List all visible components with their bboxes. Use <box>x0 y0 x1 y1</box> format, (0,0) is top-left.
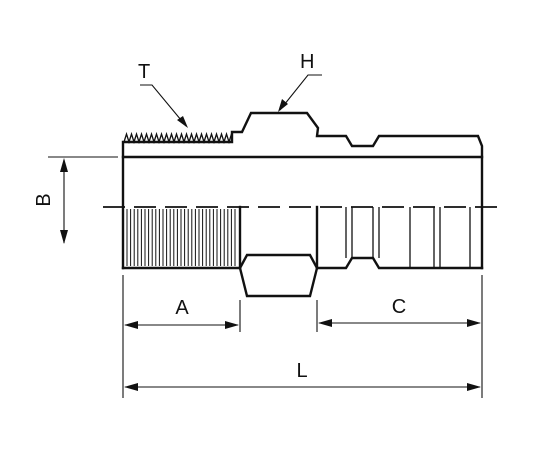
dim-c-label: C <box>392 296 406 318</box>
label-h: H <box>300 51 314 73</box>
dim-a-label: A <box>175 297 189 319</box>
dim-a-arrow-right <box>225 321 239 329</box>
body-outline <box>121 111 484 270</box>
dim-a-arrow-left <box>124 321 138 329</box>
leader-h <box>279 74 322 111</box>
dim-b-arrow-top <box>60 158 68 172</box>
leader-h-arrow <box>278 99 288 112</box>
dim-c-arrow-left <box>318 319 332 327</box>
thread-hatching <box>126 209 236 266</box>
leader-t <box>140 84 187 127</box>
dim-b-label: B <box>33 193 55 206</box>
hex-section <box>238 253 319 298</box>
dim-b-arrow-bottom <box>60 230 68 244</box>
dim-l-arrow-left <box>124 383 138 391</box>
dim-l-label: L <box>296 360 307 382</box>
label-t: T <box>138 61 150 83</box>
leader-t-arrow <box>177 116 188 128</box>
thread-teeth <box>123 131 233 145</box>
plug-body-lower <box>315 256 484 270</box>
dim-c-arrow-right <box>467 319 481 327</box>
dim-l-arrow-right <box>467 383 481 391</box>
